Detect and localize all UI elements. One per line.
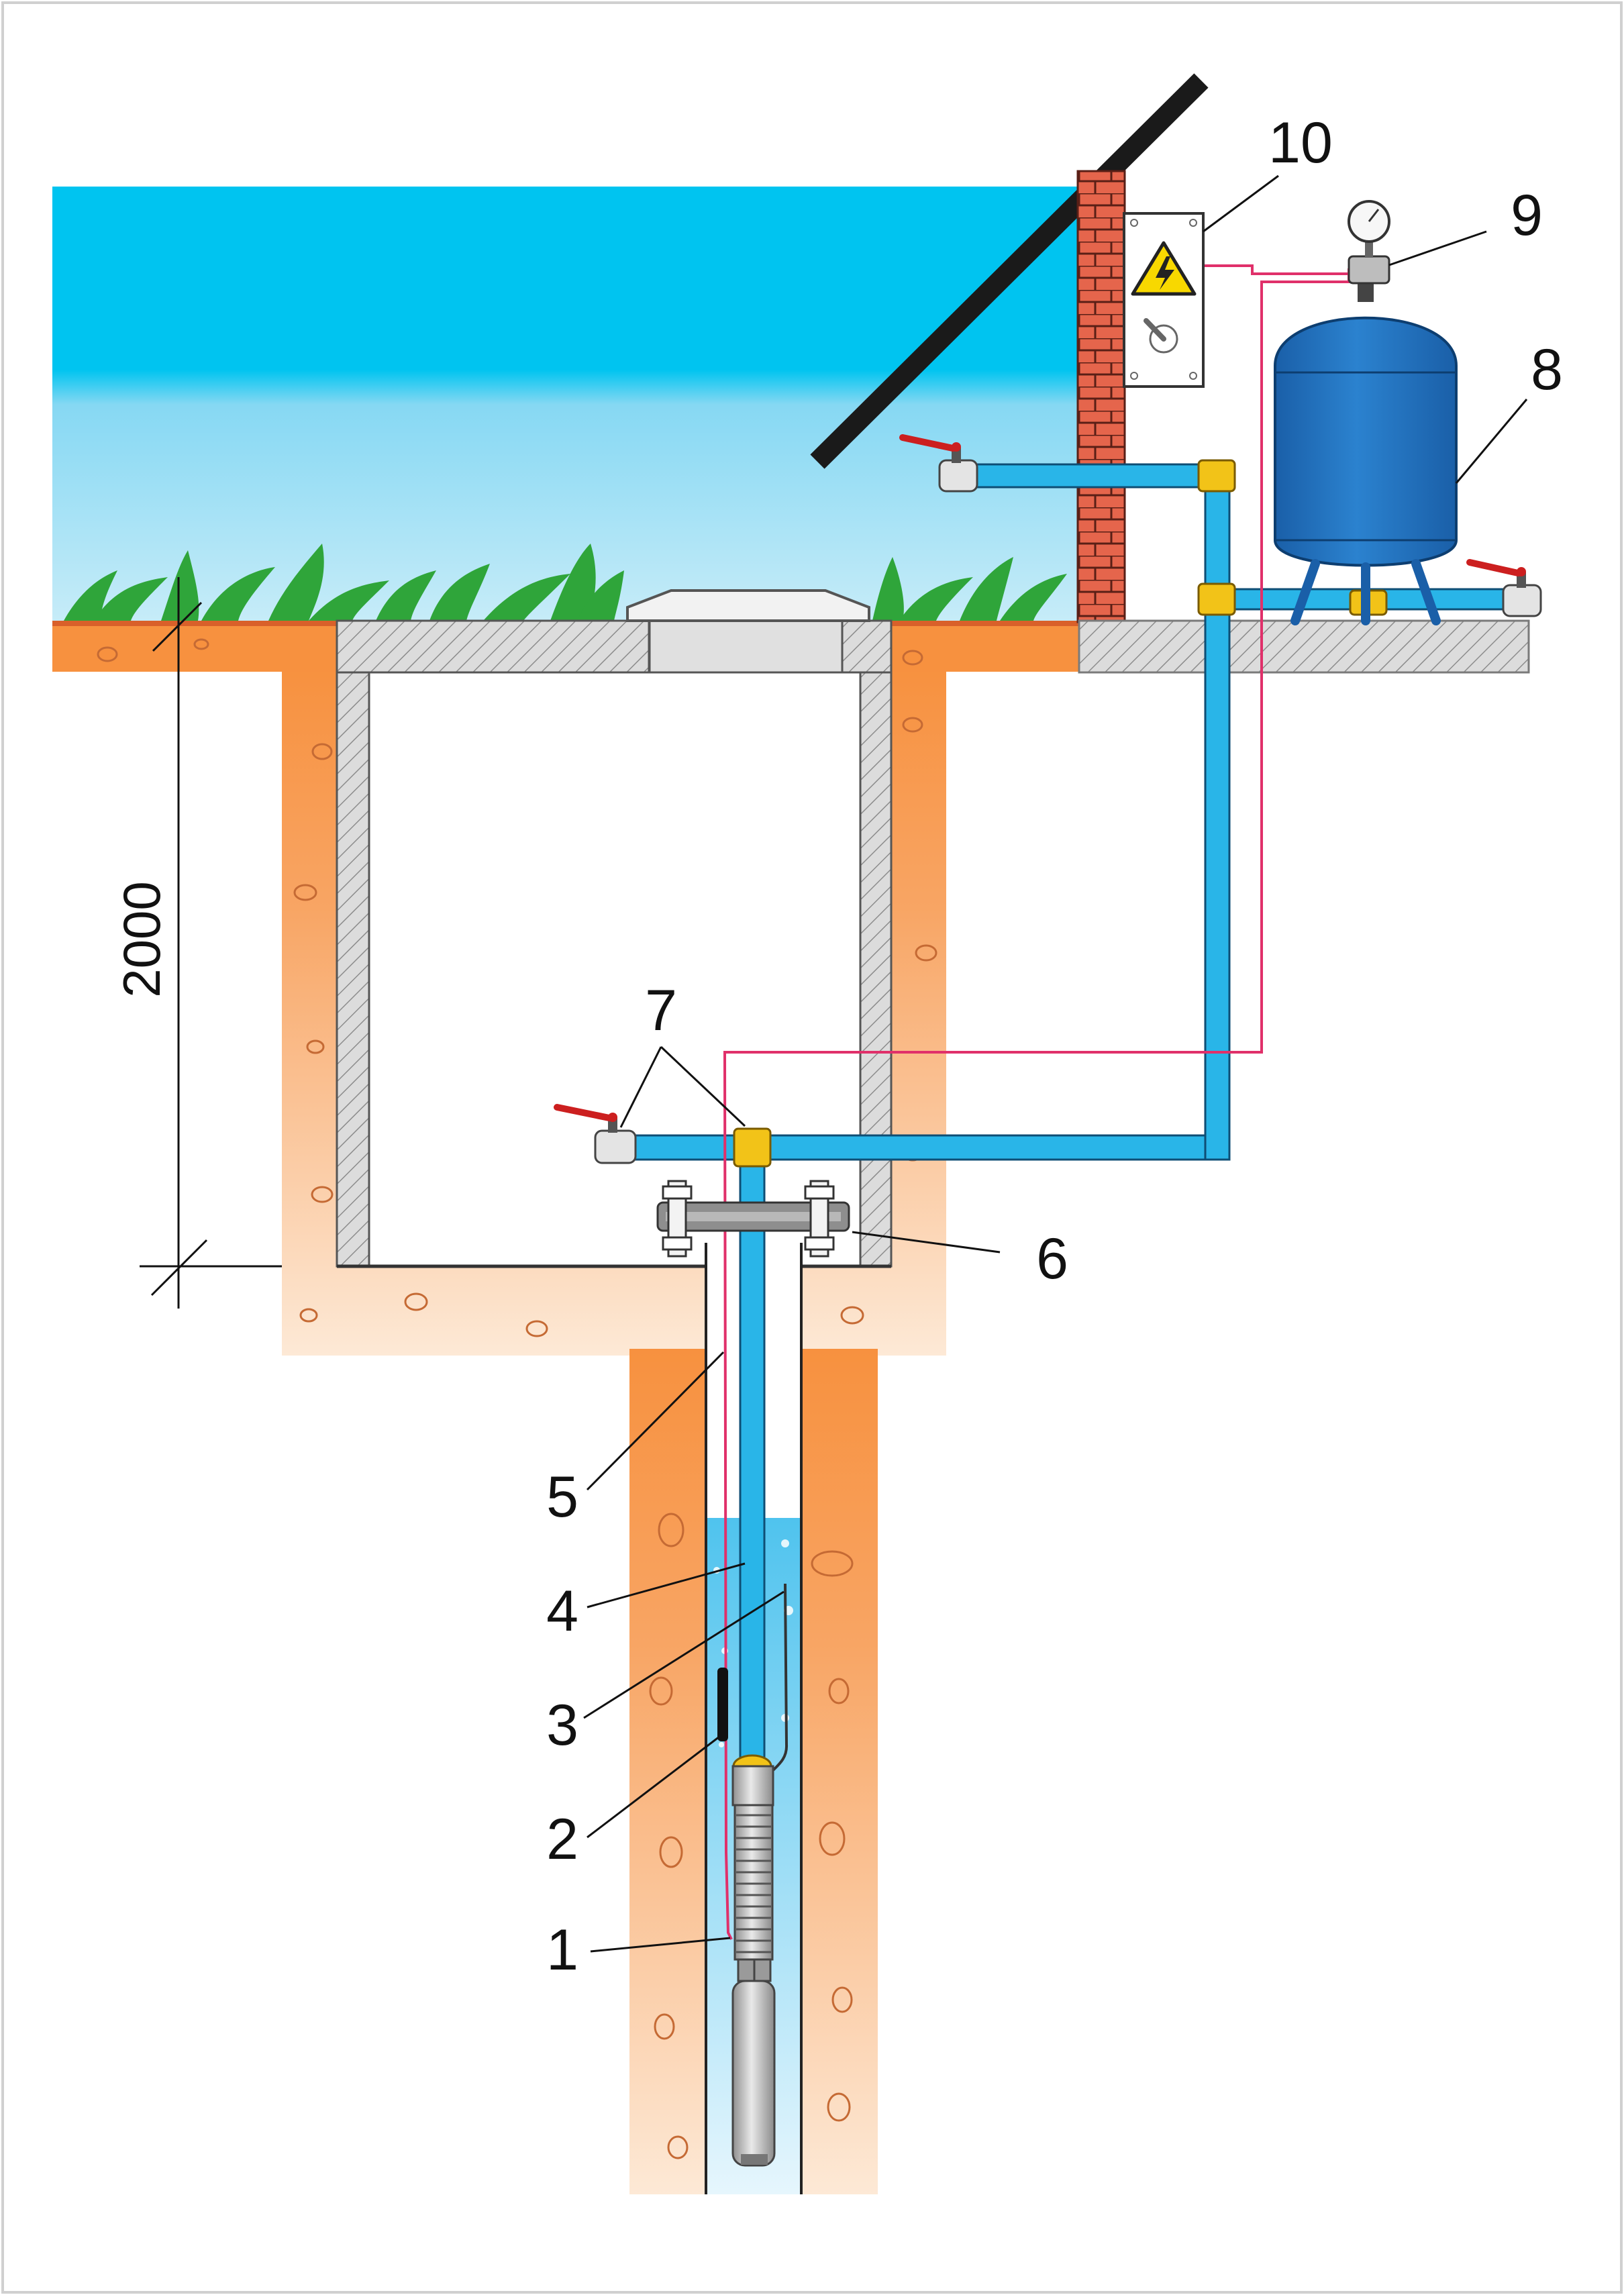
leader-lines <box>583 174 1528 1953</box>
depth-dimension <box>140 577 282 1309</box>
callout-5: 5 <box>546 1465 578 1529</box>
soil-pebbles <box>97 638 937 2159</box>
grass <box>64 544 1067 621</box>
tee-fitting-pit <box>733 1127 772 1168</box>
pressure-tank <box>1274 275 1458 625</box>
pressure-switch <box>1348 200 1390 285</box>
roof <box>810 73 1209 469</box>
fitting-wall-top <box>1197 459 1236 493</box>
valve-house <box>899 434 978 493</box>
callout-6: 6 <box>1036 1227 1068 1291</box>
depth-dimension-label: 2000 <box>112 881 171 998</box>
callout-1: 1 <box>546 1918 578 1982</box>
callout-labels: 1 2 3 4 5 6 7 8 9 10 <box>546 111 1563 1982</box>
high-voltage-icon <box>1131 241 1197 296</box>
callout-10: 10 <box>1268 111 1333 175</box>
well-head-cap <box>656 1180 850 1258</box>
horizontal-pit-pipe <box>613 1134 1229 1161</box>
valve-tank-outlet <box>1466 559 1542 617</box>
valve-pit <box>554 1104 637 1164</box>
house-floor-slab <box>1078 619 1530 674</box>
wall-pipe <box>972 463 1224 489</box>
callout-8: 8 <box>1531 338 1563 402</box>
callout-2: 2 <box>546 1807 578 1872</box>
house-riser-pipe <box>1204 468 1231 1161</box>
cable-clamp <box>717 1668 728 1741</box>
fitting-tank-base <box>1197 582 1236 616</box>
callout-3: 3 <box>546 1693 578 1757</box>
fittings <box>733 459 1388 1168</box>
caisson <box>336 589 893 1268</box>
callout-7: 7 <box>645 978 677 1043</box>
caisson-lid <box>626 589 870 622</box>
riser-pipe <box>739 1141 766 1768</box>
sky <box>52 187 1080 623</box>
electrical-box <box>1123 212 1205 388</box>
submersible-pump <box>731 1754 776 2167</box>
callout-9: 9 <box>1511 183 1543 248</box>
switch-knob-icon <box>1144 318 1178 354</box>
brick-wall <box>1076 170 1126 623</box>
electric-cable <box>723 264 1350 1940</box>
callout-4: 4 <box>546 1579 578 1643</box>
